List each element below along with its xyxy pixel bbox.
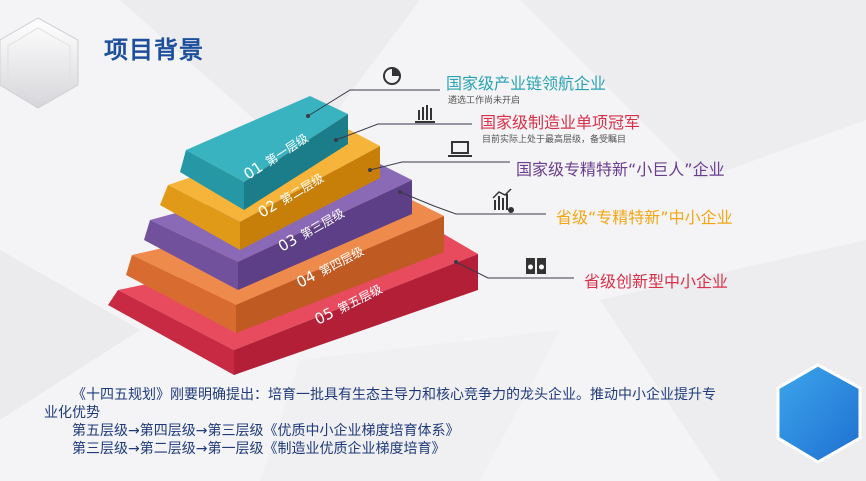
- callout-label-3: 国家级专精特新“小巨人”企业: [516, 160, 725, 179]
- callout-sub-1: 遴选工作尚未开启: [448, 96, 521, 106]
- hexagon-bottomright: [776, 363, 862, 464]
- callout-label-4: 省级“专精特新”中小企业: [556, 208, 733, 227]
- leader-line-5: [455, 261, 574, 279]
- body-line-3: 第三层级→第二层级→第一层级《制造业优质企业梯度培育》: [72, 441, 446, 457]
- callout-label-2: 国家级制造业单项冠军: [480, 113, 641, 132]
- leader-line-4: [399, 191, 546, 215]
- callout-label-1: 国家级产业链领航企业: [446, 74, 607, 93]
- growth-chart-icon: [492, 188, 514, 213]
- hexagon-topleft: [0, 17, 79, 109]
- leader-line-2: [335, 123, 472, 141]
- body-text: 《十四五规划》刚要明确提出：培育一批具有生态主导力和核心竞争力的龙头企业。推动中…: [44, 386, 724, 458]
- bar-chart-icon: [415, 105, 435, 123]
- body-line-2: 第五层级→第四层级→第三层级《优质中小企业梯度培育体系》: [72, 423, 460, 439]
- laptop-icon: [448, 141, 472, 157]
- pie-chart-icon: [383, 67, 401, 85]
- speakers-icon: [526, 258, 546, 274]
- callout-label-5: 省级创新型中小企业: [584, 272, 729, 291]
- leader-line-1: [307, 89, 440, 117]
- leader-line-3: [369, 161, 510, 171]
- page-title: 项目背景: [104, 36, 204, 64]
- callout-sub-2: 目前实际上处于最高层级，备受瞩目: [482, 135, 627, 145]
- body-line-1: 《十四五规划》刚要明确提出：培育一批具有生态主导力和核心竞争力的龙头企业。推动中…: [44, 387, 716, 421]
